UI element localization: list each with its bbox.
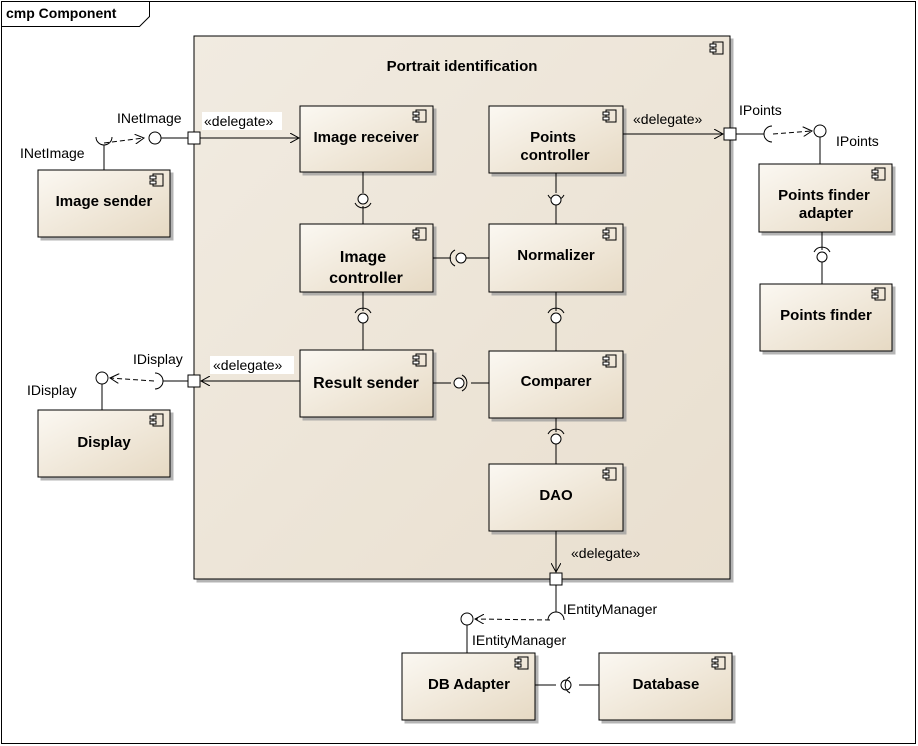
component-display[interactable]: Display bbox=[37, 409, 171, 478]
interface-label: IDisplay bbox=[133, 351, 183, 367]
delegate-connector-dao: «delegate» bbox=[556, 531, 641, 572]
frame-title: cmp Component bbox=[6, 5, 117, 21]
port-idisplay[interactable] bbox=[187, 374, 201, 388]
component-label-line2: adapter bbox=[799, 205, 853, 222]
delegate-connector-result: «delegate» bbox=[201, 356, 300, 381]
delegate-label: «delegate» bbox=[633, 111, 703, 127]
port-inetimage[interactable] bbox=[187, 131, 201, 145]
interface-ientitymanager: IEntityManager IEntityManager bbox=[460, 585, 657, 653]
delegate-label: «delegate» bbox=[204, 113, 274, 129]
component-points-controller[interactable]: Points controller bbox=[488, 105, 624, 174]
assembly-connector bbox=[547, 418, 565, 464]
component-label-line1: Image bbox=[340, 249, 386, 266]
component-icon bbox=[711, 656, 726, 670]
component-label: DB Adapter bbox=[428, 676, 510, 693]
interface-ipoints: IPoints IPoints bbox=[736, 102, 879, 164]
container-portrait-identification[interactable]: Portrait identification bbox=[193, 35, 731, 580]
component-label-line2: controller bbox=[329, 270, 403, 287]
component-icon bbox=[871, 167, 886, 181]
component-icon bbox=[602, 109, 617, 123]
assembly-connector bbox=[535, 676, 599, 694]
component-label: Points finder bbox=[780, 307, 872, 324]
component-result-sender[interactable]: Result sender bbox=[299, 349, 434, 418]
delegate-connector-points: «delegate» bbox=[623, 111, 723, 134]
component-label: Image sender bbox=[56, 193, 153, 210]
component-icon bbox=[871, 287, 886, 301]
interface-label: IPoints bbox=[739, 102, 782, 118]
interface-inetimage: INetImage INetImage bbox=[20, 110, 188, 170]
interface-label: IEntityManager bbox=[472, 632, 566, 648]
component-label: Normalizer bbox=[517, 247, 595, 264]
component-label-line2: controller bbox=[520, 147, 589, 164]
component-icon bbox=[602, 227, 617, 241]
component-database[interactable]: Database bbox=[598, 652, 733, 721]
component-dao[interactable]: DAO bbox=[488, 463, 624, 532]
component-icon bbox=[412, 227, 427, 241]
interface-label: IDisplay bbox=[27, 382, 77, 398]
component-label: Comparer bbox=[521, 373, 592, 390]
component-normalizer[interactable]: Normalizer bbox=[488, 223, 624, 293]
component-image-receiver[interactable]: Image receiver bbox=[299, 105, 434, 173]
component-points-finder[interactable]: Points finder bbox=[759, 283, 893, 352]
delegate-label: «delegate» bbox=[571, 545, 641, 561]
component-points-finder-adapter[interactable]: Points finder adapter bbox=[758, 163, 893, 233]
interface-label: INetImage bbox=[20, 145, 85, 161]
component-label: Result sender bbox=[313, 375, 419, 392]
delegate-connector-image: «delegate» bbox=[200, 112, 299, 138]
component-icon bbox=[709, 41, 724, 55]
assembly-connector bbox=[547, 292, 565, 351]
component-comparer[interactable]: Comparer bbox=[488, 350, 624, 419]
port-ientitymanager[interactable] bbox=[549, 572, 563, 586]
interface-label: IPoints bbox=[836, 133, 879, 149]
assembly-connector bbox=[354, 172, 372, 224]
interface-label: INetImage bbox=[117, 110, 182, 126]
component-image-sender[interactable]: Image sender bbox=[37, 169, 171, 238]
component-icon bbox=[514, 656, 529, 670]
component-label-line1: Points finder bbox=[778, 187, 870, 204]
container-title: Portrait identification bbox=[387, 58, 538, 75]
port-ipoints[interactable] bbox=[723, 127, 737, 141]
component-label: Image receiver bbox=[313, 129, 418, 146]
assembly-connector bbox=[813, 232, 831, 284]
component-icon bbox=[149, 173, 164, 187]
component-icon bbox=[412, 109, 427, 123]
component-label-line1: Points bbox=[530, 129, 576, 146]
component-image-controller[interactable]: Image controller bbox=[299, 223, 434, 293]
component-icon bbox=[412, 353, 427, 367]
component-icon bbox=[149, 413, 164, 427]
component-label: Display bbox=[77, 434, 131, 451]
assembly-connector bbox=[433, 249, 489, 267]
component-db-adapter[interactable]: DB Adapter bbox=[401, 652, 536, 721]
delegate-label: «delegate» bbox=[213, 357, 283, 373]
interface-idisplay: IDisplay IDisplay bbox=[27, 351, 188, 410]
component-icon bbox=[602, 467, 617, 481]
interface-label: IEntityManager bbox=[563, 601, 657, 617]
component-label: DAO bbox=[539, 487, 573, 504]
assembly-connector bbox=[547, 173, 565, 224]
assembly-connector bbox=[354, 292, 372, 350]
component-icon bbox=[602, 354, 617, 368]
assembly-connector bbox=[433, 374, 489, 392]
component-label: Database bbox=[633, 676, 700, 693]
